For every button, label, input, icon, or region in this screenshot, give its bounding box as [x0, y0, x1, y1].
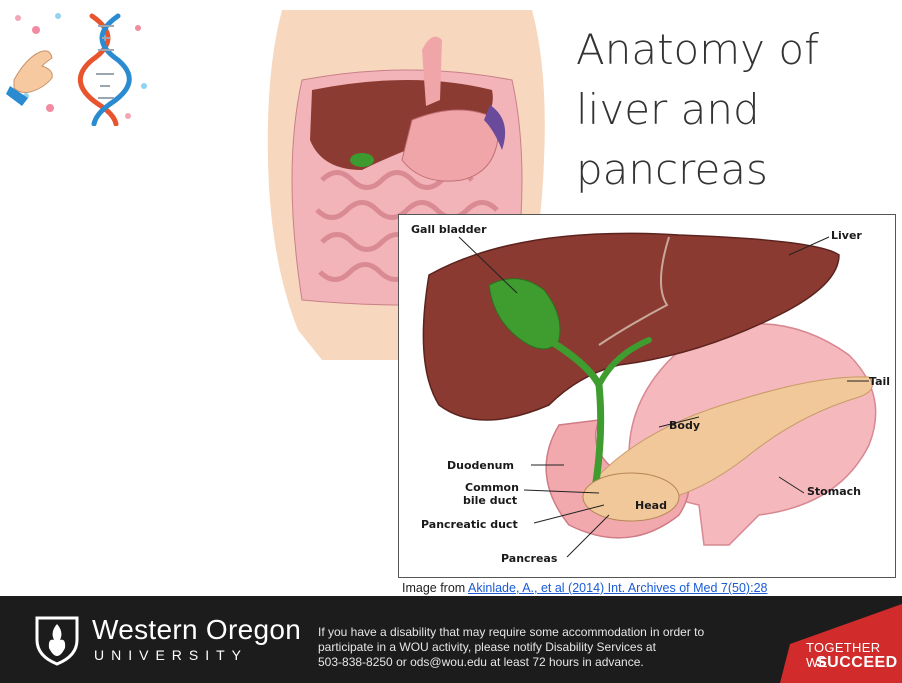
label-gall-bladder: Gall bladder — [411, 223, 487, 236]
label-duodenum: Duodenum — [447, 459, 514, 472]
caption-prefix: Image from — [402, 581, 468, 595]
footer-bar: Western Oregon UNIVERSITY If you have a … — [0, 596, 902, 683]
page-title: Anatomy of liver and pancreas — [576, 20, 876, 200]
title-line: Anatomy of — [576, 20, 876, 80]
figure-caption: Image from Akinlade, A., et al (2014) In… — [402, 581, 767, 595]
label-pancreatic-duct: Pancreatic duct — [421, 518, 518, 531]
notice-line: 503-838-8250 or ods@wou.edu at least 72 … — [318, 655, 758, 670]
title-line: liver and — [576, 80, 876, 140]
liver-pancreas-diagram: Gall bladder Liver Tail Body Duodenum Co… — [398, 214, 896, 578]
label-body: Body — [669, 419, 700, 432]
label-head: Head — [635, 499, 667, 512]
university-logo-icon — [34, 612, 80, 666]
label-common-bile-duct-line1: Common — [465, 481, 519, 494]
label-stomach: Stomach — [807, 485, 861, 498]
label-common-bile-duct-line2: bile duct — [463, 494, 517, 507]
label-pancreas: Pancreas — [501, 552, 557, 565]
dna-hand-icon — [6, 8, 156, 126]
tagline-line2: SUCCEED — [816, 654, 898, 672]
notice-line: If you have a disability that may requir… — [318, 625, 758, 640]
label-tail: Tail — [869, 375, 890, 388]
label-liver: Liver — [831, 229, 862, 242]
notice-line: participate in a WOU activity, please no… — [318, 640, 758, 655]
disability-notice: If you have a disability that may requir… — [318, 625, 758, 670]
title-line: pancreas — [576, 140, 876, 200]
citation-link[interactable]: Akinlade, A., et al (2014) Int. Archives… — [468, 581, 767, 595]
university-name: Western Oregon — [92, 614, 301, 646]
university-subtitle: UNIVERSITY — [94, 647, 248, 663]
